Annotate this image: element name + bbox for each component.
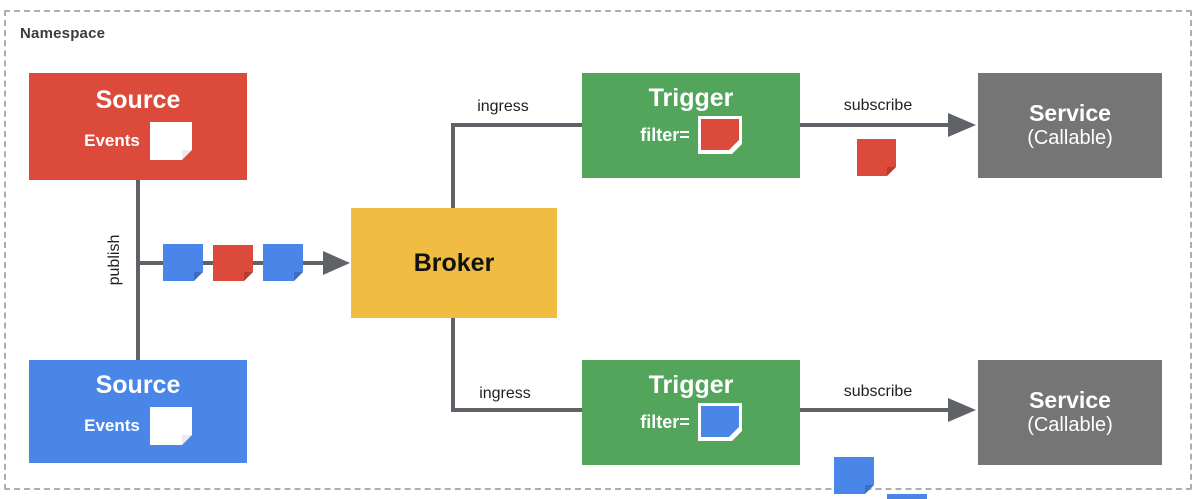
event-doc-white-icon: [149, 407, 192, 445]
check-glyph: ✓: [834, 457, 1200, 490]
service-subtitle: (Callable): [1027, 413, 1113, 436]
filter-row: filter=: [640, 116, 742, 154]
broker-title: Broker: [413, 248, 495, 277]
service-subtitle: (Callable): [1027, 126, 1113, 149]
events-row: Events: [84, 407, 192, 445]
broker-node: Broker: [351, 208, 557, 318]
event-doc-white-icon: [149, 122, 192, 160]
checked-doc-blue-icon: ✓: [834, 457, 1200, 494]
check-glyph: ✓: [857, 139, 1200, 172]
source-node-blue: Source Events: [29, 360, 247, 463]
trigger-node-top: Trigger filter=: [582, 73, 800, 178]
filter-doc-red-icon: [697, 116, 742, 154]
source-node-red: Source Events: [29, 73, 247, 180]
filter-label: filter=: [640, 124, 690, 145]
namespace-label: Namespace: [20, 25, 106, 42]
event-doc-blue-icon: [163, 244, 203, 281]
filter-row: filter=: [640, 403, 742, 441]
filter-label: filter=: [640, 411, 690, 432]
ingress-bottom-label: ingress: [479, 385, 531, 402]
events-row: Events: [84, 122, 192, 160]
source-title: Source: [95, 371, 181, 399]
check-glyph: ✓: [887, 494, 1200, 499]
events-label: Events: [84, 131, 140, 150]
service-title: Service: [1029, 387, 1111, 414]
events-label: Events: [84, 416, 140, 435]
source-title: Source: [95, 86, 181, 114]
service-title: Service: [1029, 100, 1111, 127]
checked-doc-blue-icon: ✓: [887, 494, 1200, 499]
trigger-title: Trigger: [648, 84, 734, 112]
service-node-bottom: Service (Callable): [978, 360, 1162, 465]
trigger-node-bottom: Trigger filter=: [582, 360, 800, 465]
event-doc-red-icon: [213, 245, 253, 281]
namespace-boundary: [4, 10, 1192, 490]
event-doc-blue-icon: [263, 244, 303, 281]
trigger-title: Trigger: [648, 371, 734, 399]
checked-doc-red-icon: ✓: [857, 139, 1200, 176]
filter-doc-blue-icon: [697, 403, 742, 441]
subscribe-bottom-label: subscribe: [843, 383, 913, 400]
subscribe-top-label: subscribe: [843, 97, 913, 114]
publish-label: publish: [106, 234, 123, 286]
ingress-top-label: ingress: [477, 98, 529, 115]
service-node-top: Service (Callable): [978, 73, 1162, 178]
